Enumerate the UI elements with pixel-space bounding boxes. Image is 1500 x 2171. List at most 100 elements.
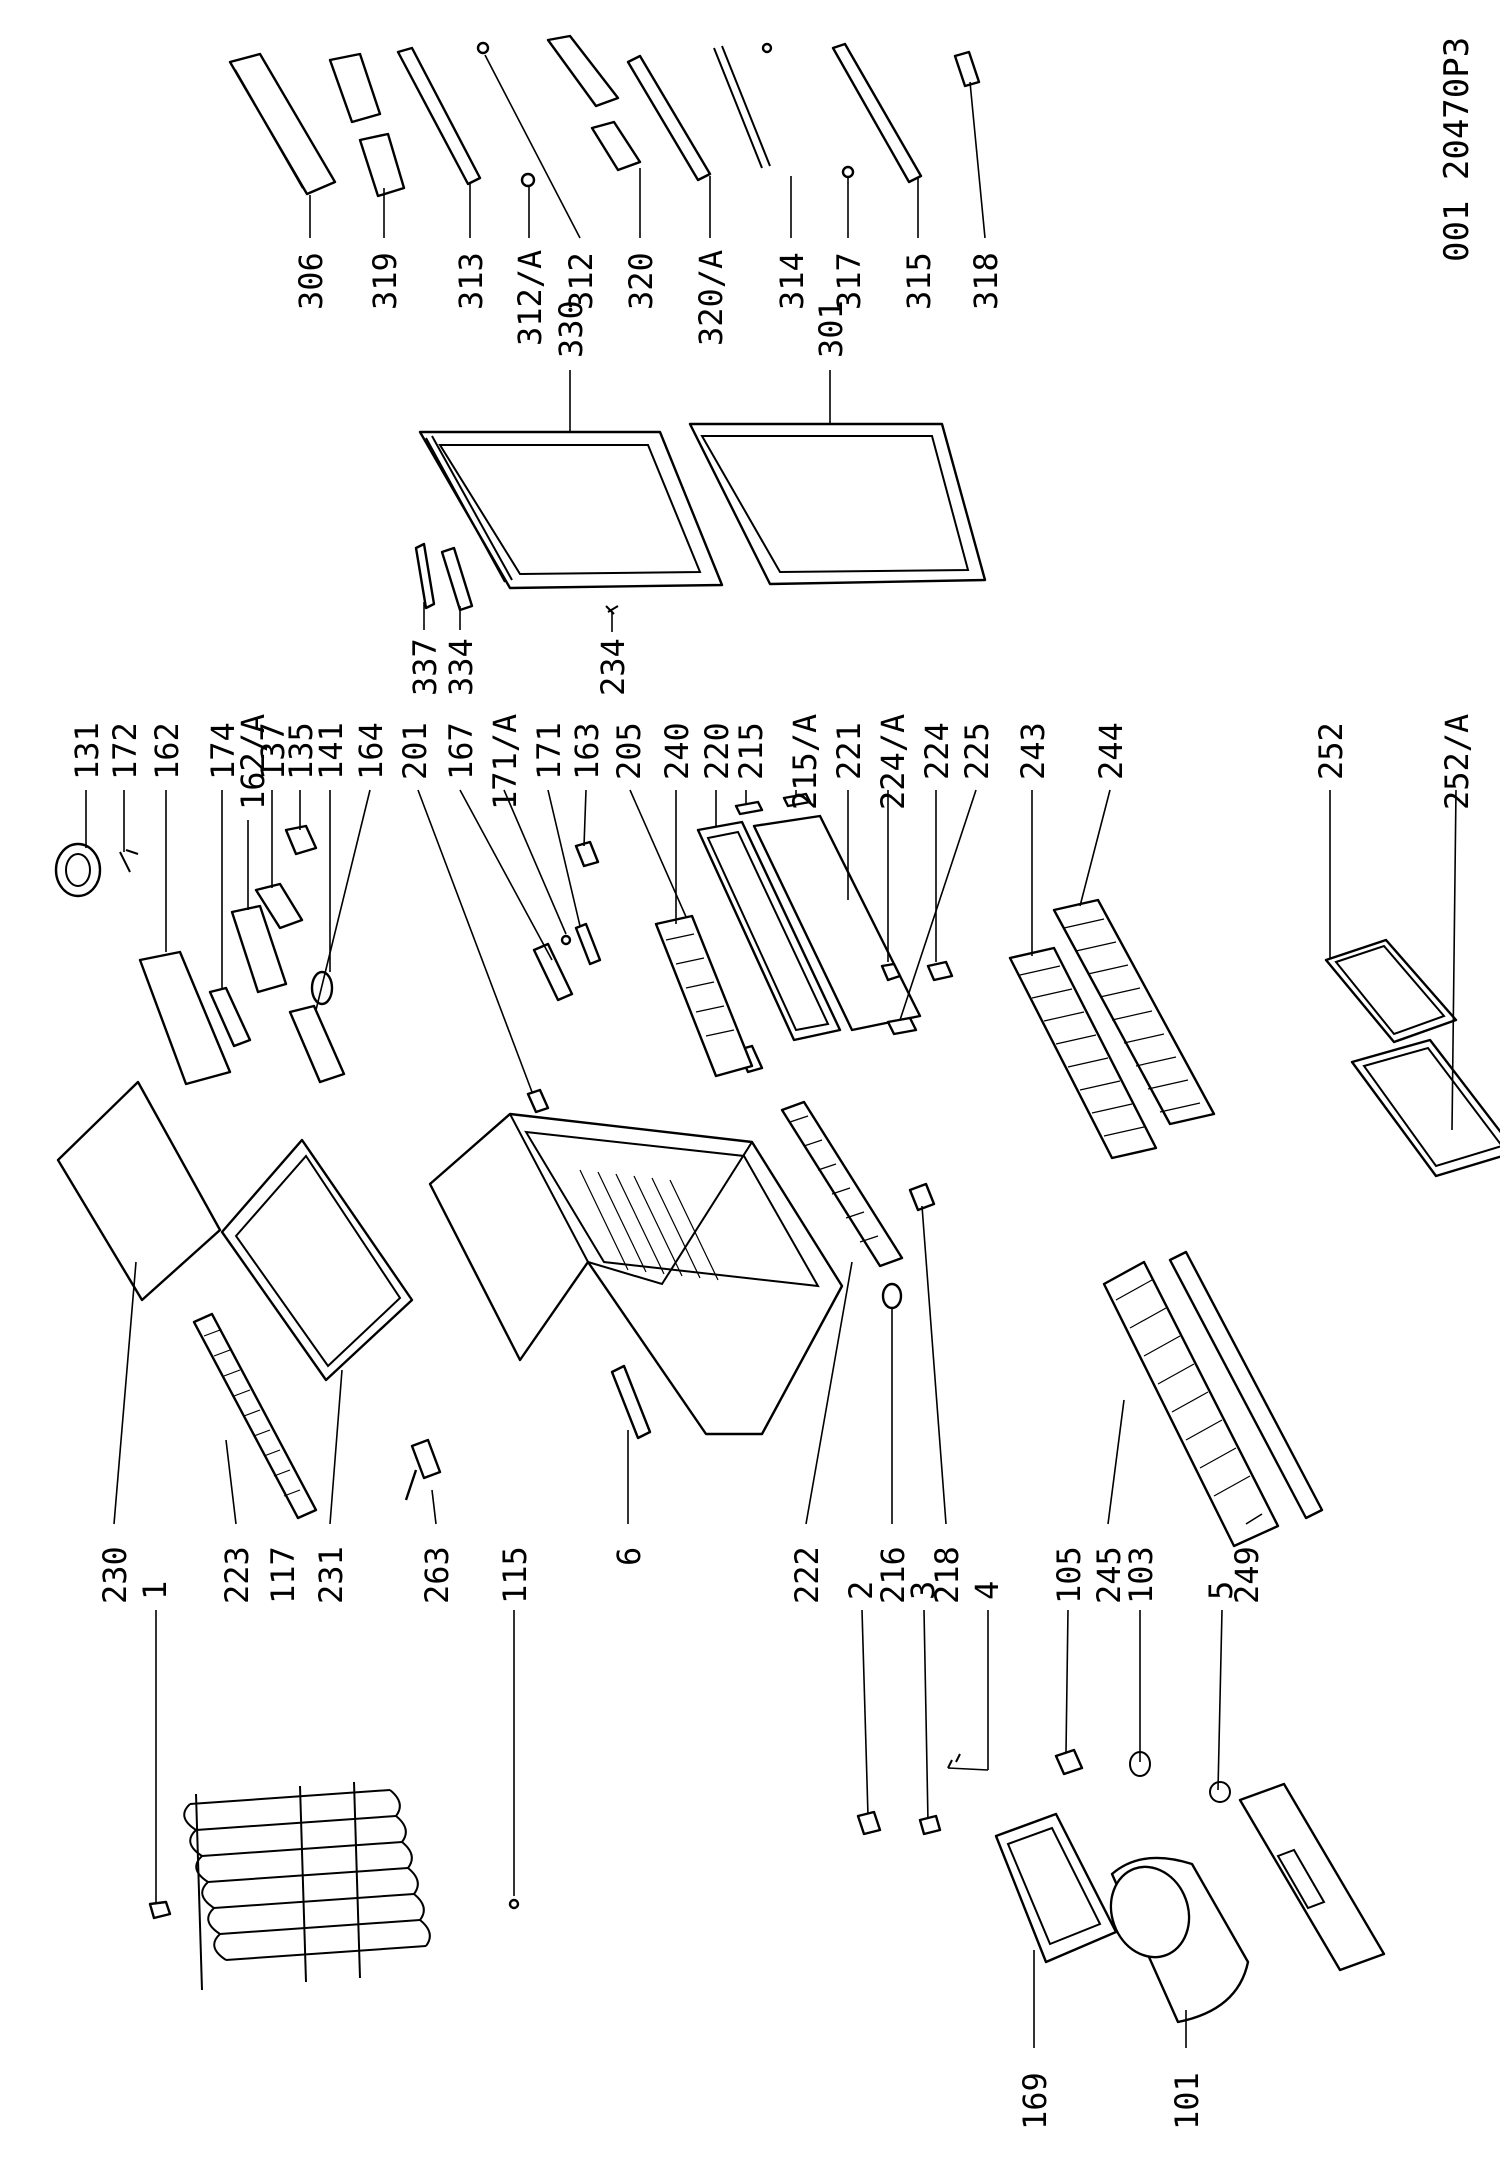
label-252a: 252/A [1438, 714, 1476, 810]
label-101: 101 [1168, 2072, 1206, 2130]
part-131-drawing [54, 842, 102, 898]
bottom-leader-lines [155, 1609, 1223, 1904]
fittings-group [526, 840, 764, 1114]
part-245-drawing [1102, 1260, 1280, 1548]
label-234: 234 [594, 638, 632, 696]
label-315: 315 [900, 252, 938, 310]
part-315-drawing [831, 42, 923, 184]
label-164: 164 [352, 722, 390, 780]
compressor-labels: 169 101 [1016, 2072, 1206, 2130]
part-312a-drawing [476, 41, 490, 55]
lower-shelves-leader-lines [1107, 1399, 1263, 1525]
label-215: 215 [732, 722, 770, 780]
label-220: 220 [698, 722, 736, 780]
label-249: 249 [1228, 1546, 1266, 1604]
label-245: 245 [1090, 1546, 1128, 1604]
part-252-drawing [1324, 938, 1458, 1044]
freezer-leader-lines [675, 789, 977, 1021]
label-141: 141 [312, 722, 350, 780]
part-218-drawing [908, 1182, 936, 1212]
label-222: 222 [788, 1546, 826, 1604]
part-231-drawing [220, 1138, 414, 1382]
label-201: 201 [396, 722, 434, 780]
part-172-drawing [119, 849, 139, 873]
part-252a-drawing [1350, 1038, 1500, 1178]
part-167-drawing [532, 942, 574, 1002]
part-117-drawing [189, 1789, 427, 1961]
grid-shelves-group [1008, 898, 1216, 1160]
compressor-group [994, 1782, 1386, 2024]
part-240-drawing [654, 914, 754, 1078]
part-221-drawing [752, 814, 922, 1032]
part-174-drawing [208, 986, 252, 1048]
part-105-drawing [1054, 1748, 1084, 1776]
part-334-drawing [440, 546, 474, 612]
grid-shelves-leader-lines [1031, 789, 1111, 956]
label-174: 174 [204, 722, 242, 780]
label-5: 5 [1202, 1581, 1240, 1600]
label-171: 171 [530, 722, 568, 780]
label-320: 320 [622, 252, 660, 310]
label-169: 169 [1016, 2072, 1054, 2130]
label-171a: 171/A [486, 714, 524, 810]
part-5-drawing [1208, 1781, 1232, 1803]
label-230: 230 [96, 1546, 134, 1604]
part-312-drawing [546, 34, 642, 172]
label-224: 224 [918, 722, 956, 780]
label-318: 318 [967, 252, 1005, 310]
label-312a: 312/A [511, 250, 549, 346]
part-223-drawing [192, 1312, 318, 1520]
label-172: 172 [106, 722, 144, 780]
label-215a: 215/A [786, 714, 824, 810]
part-215a-drawing [782, 792, 812, 808]
label-216: 216 [874, 1546, 912, 1604]
cabinet-body-group [428, 1100, 936, 1440]
label-137: 137 [254, 722, 292, 780]
part-162-drawing [138, 950, 232, 1086]
part-230-drawing [56, 1080, 222, 1302]
part-171-drawing [574, 922, 602, 966]
label-162a: 162/A [234, 714, 272, 810]
grid-shelves-labels: 243 244 [1014, 722, 1130, 780]
base-plate-drawing [1238, 1782, 1386, 1972]
part-337-drawing [414, 542, 436, 610]
label-167: 167 [442, 722, 480, 780]
part-225-drawing [886, 1016, 918, 1036]
control-labels: 131 172 162 174 162/A 137 135 141 164 [68, 714, 390, 810]
fittings-labels: 201 167 171/A 171 163 205 [396, 714, 648, 810]
part-216-drawing [881, 1282, 903, 1310]
label-117: 117 [264, 1546, 302, 1604]
lower-shelves-labels: 245 249 [1090, 1546, 1266, 1604]
label-252: 252 [1312, 722, 1350, 780]
label-221: 221 [830, 722, 868, 780]
document-code: 001 20470P3 [1437, 37, 1477, 262]
trays-labels: 252 252/A [1312, 714, 1476, 810]
cabinet-body-labels: 6 222 216 218 [610, 1546, 966, 1604]
part-164-drawing [288, 1004, 346, 1084]
door-labels: 330 301 337 334 234 [406, 300, 850, 696]
label-225: 225 [958, 722, 996, 780]
label-3: 3 [904, 1581, 942, 1600]
cabinet-body-leader-lines [627, 1205, 947, 1525]
part-1-drawing [148, 1900, 172, 1920]
label-314: 314 [773, 252, 811, 310]
lower-shelves-group [1102, 1250, 1324, 1548]
part-319-drawing [328, 52, 406, 198]
part-2-drawing [856, 1810, 882, 1836]
condenser-group [148, 1748, 1232, 1991]
label-244: 244 [1092, 722, 1130, 780]
part-301-drawing [688, 422, 987, 586]
part-306-drawing [228, 52, 337, 196]
label-4: 4 [968, 1581, 1006, 1600]
part-263-drawing [404, 1438, 442, 1501]
part-249-drawing [1168, 1250, 1324, 1520]
part-163-drawing [574, 840, 600, 868]
label-243: 243 [1014, 722, 1052, 780]
part-135-drawing [284, 824, 318, 856]
part-162a-drawing [230, 904, 288, 994]
label-1: 1 [136, 1581, 174, 1600]
part-171a-drawing [560, 934, 572, 946]
label-312: 312 [562, 252, 600, 310]
part-313-drawing [396, 46, 482, 186]
